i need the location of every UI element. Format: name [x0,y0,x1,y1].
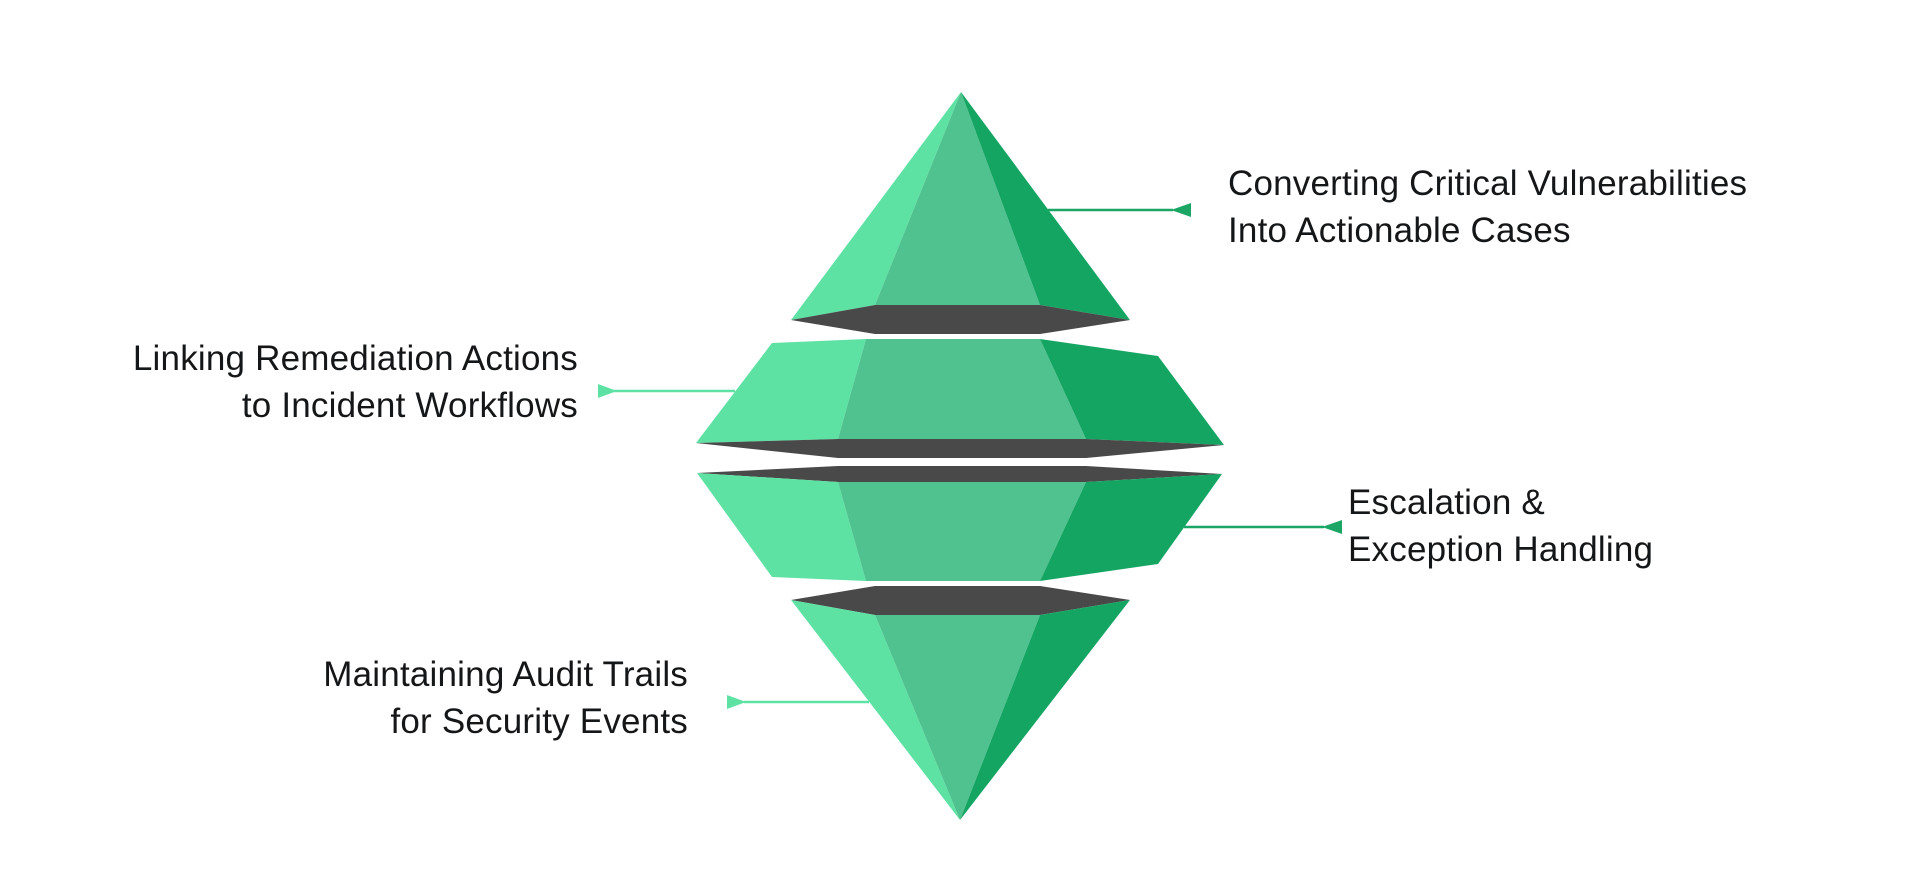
segment-3-center-face [838,482,1086,581]
segment-4-center-face [875,615,1040,820]
segment-1-right-face [961,92,1130,320]
label-line: for Security Events [390,702,688,741]
segment-4-left-face [791,600,960,820]
leader-linking [598,384,735,398]
label-line: Escalation & [1348,483,1545,522]
segment-lower-middle-band [697,466,1222,581]
label-line: Converting Critical Vulnerabilities [1228,164,1748,203]
label-line: to Incident Workflows [241,386,578,425]
label-line: Maintaining Audit Trails [323,655,688,694]
segment-2-center-face [838,339,1086,439]
arrowhead-linking-icon [598,384,617,398]
label-linking-remediation-actions: Linking Remediation Actions to Incident … [133,335,578,429]
segment-4-topside [791,586,1130,615]
label-line: Exception Handling [1348,530,1654,569]
arrowhead-escalation-icon [1322,520,1342,534]
segment-4-right-face [960,600,1130,820]
segment-3-topside [697,466,1222,482]
segment-3-right-face [1040,474,1222,581]
segment-3-left-face [697,473,866,581]
label-line: Linking Remediation Actions [132,339,578,378]
segment-bottom-pyramid [791,586,1130,820]
arrowhead-converting-icon [1171,203,1191,217]
segment-1-center-face [875,92,1040,305]
label-converting-critical-vulnerabilities: Converting Critical Vulnerabilities Into… [1228,160,1747,254]
label-line: Into Actionable Cases [1228,211,1571,250]
segment-upper-middle-band [696,339,1224,458]
arrowhead-audit-icon [727,695,746,709]
label-maintaining-audit-trails: Maintaining Audit Trails for Security Ev… [323,651,688,745]
segment-2-right-face [1040,339,1224,445]
segment-top-pyramid [791,92,1130,334]
segment-2-left-face [696,339,866,443]
segment-1-underside [791,305,1130,334]
leader-converting [1048,203,1191,217]
leader-audit [727,695,869,709]
segment-2-underside [696,439,1224,458]
label-escalation-exception-handling: Escalation & Exception Handling [1348,479,1653,573]
leader-escalation [1184,520,1342,534]
segment-1-left-face [791,92,961,320]
